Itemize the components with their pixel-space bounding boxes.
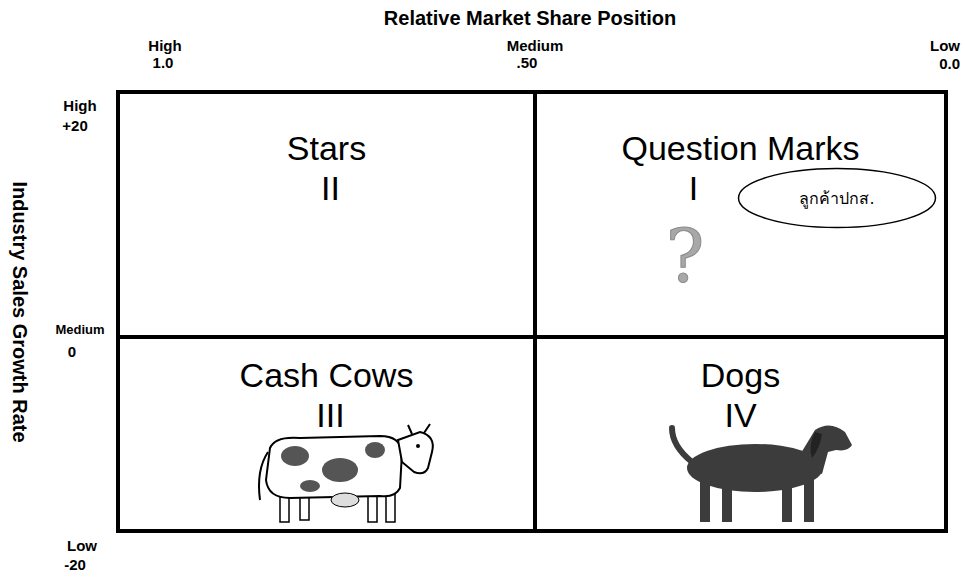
matrix-frame — [118, 92, 946, 531]
callout-ellipse: ลูกค้าปกส. — [737, 167, 937, 229]
cow-illustration — [259, 424, 433, 522]
question-mark-symbol: ? — [666, 218, 705, 297]
quadrant-box: DogsIV — [535, 337, 946, 531]
axis-tick-label: High — [148, 38, 181, 55]
axis-tick-label: Medium — [55, 323, 104, 337]
quadrant-box: ลูกค้าปกส. Question MarksI — [535, 92, 946, 337]
axis-tick-label: Medium — [507, 38, 564, 55]
quadrant-name: Dogs — [701, 355, 780, 395]
axis-tick-label: Low — [930, 38, 960, 55]
quadrant-name: Stars — [287, 128, 366, 168]
axis-tick-label: Low — [67, 538, 97, 555]
axis-tick-value: .50 — [517, 55, 538, 72]
axis-tick-value: +20 — [62, 118, 87, 135]
quadrant-box: Cash CowsIII — [118, 337, 535, 531]
axis-title: Relative Market Share Position — [384, 7, 676, 30]
dog-illustration — [672, 425, 852, 522]
quadrant-number: II — [321, 168, 340, 208]
callout-text: ลูกค้าปกส. — [799, 186, 874, 211]
axis-tick-label: High — [63, 98, 96, 115]
quadrant-number: IV — [724, 395, 756, 435]
axis-title: Industry Sales Growth Rate — [9, 181, 31, 442]
axis-tick-value: -20 — [64, 557, 86, 574]
quadrant-box: StarsII — [118, 92, 535, 337]
quadrant-number: I — [689, 168, 698, 208]
ellipse-shape — [739, 169, 936, 228]
quadrant-name: Question Marks — [621, 128, 859, 168]
axis-tick-value: 0 — [68, 344, 76, 361]
quadrant-number: III — [316, 395, 344, 435]
axis-tick-value: 1.0 — [153, 55, 174, 72]
quadrant-name: Cash Cows — [240, 355, 414, 395]
axis-tick-value: 0.0 — [939, 56, 960, 73]
